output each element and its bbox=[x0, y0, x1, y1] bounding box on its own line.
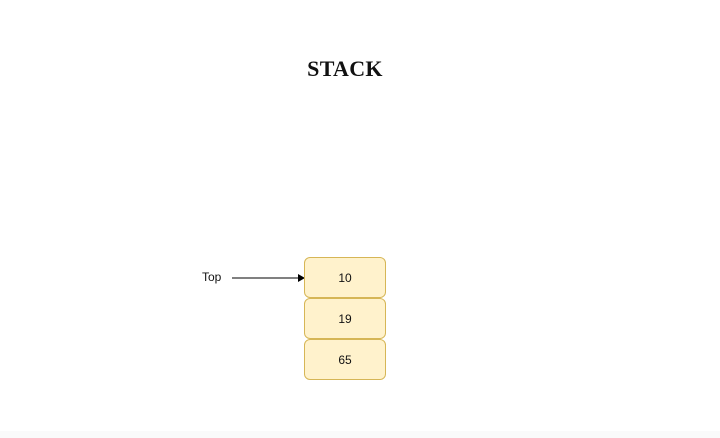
stack-item: 10 bbox=[304, 257, 386, 298]
diagram-title: STACK bbox=[307, 56, 383, 81]
stack-item: 65 bbox=[304, 339, 386, 380]
top-pointer-arrow bbox=[232, 274, 305, 282]
stack-container: 10 19 65 bbox=[304, 257, 386, 380]
top-pointer-label: Top bbox=[202, 270, 222, 284]
bottom-strip bbox=[0, 431, 720, 438]
stack-item: 19 bbox=[304, 298, 386, 339]
